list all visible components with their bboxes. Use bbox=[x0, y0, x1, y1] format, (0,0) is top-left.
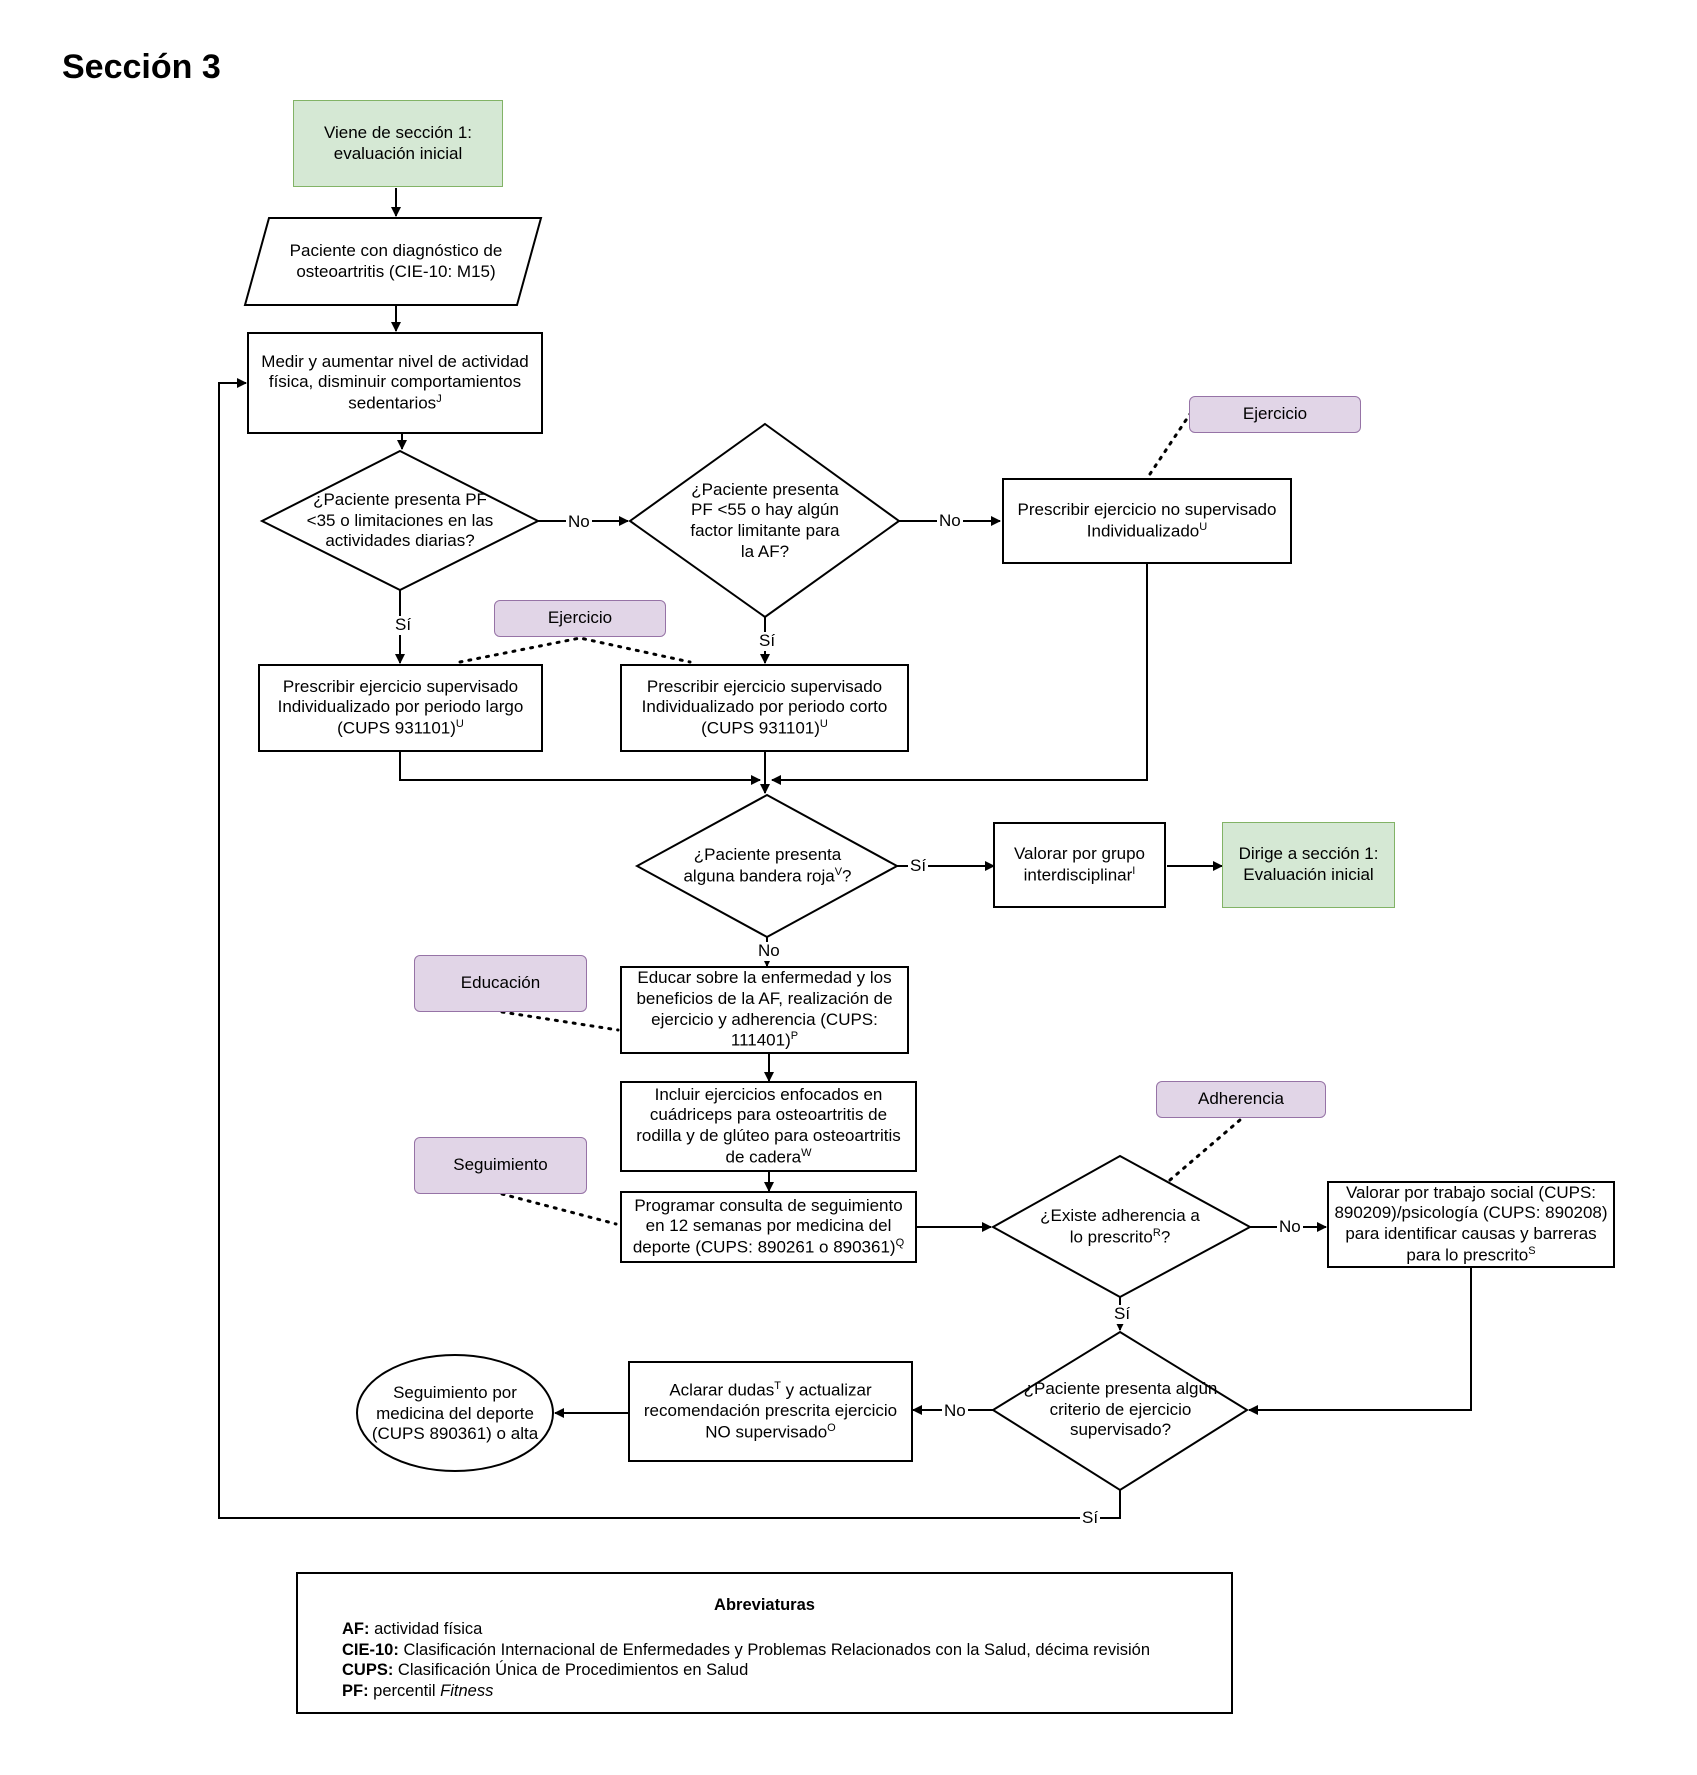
edge-label-si: Sí bbox=[393, 615, 414, 635]
legend-title: Abreviaturas bbox=[714, 1596, 815, 1614]
unsupervised-exercise-node: Prescribir ejercicio no supervisado Indi… bbox=[1002, 478, 1292, 564]
clarify-node: Aclarar dudasT y actualizar recomendació… bbox=[628, 1361, 913, 1462]
patient-node: Paciente con diagnóstico de osteoartriti… bbox=[289, 240, 503, 281]
end-ellipse bbox=[356, 1354, 554, 1472]
legend-row: CUPS: Clasificación Única de Procedimien… bbox=[342, 1661, 749, 1680]
patient-parallelogram bbox=[243, 217, 543, 306]
edge-label-si: Sí bbox=[757, 631, 778, 651]
back-to-section1-node: Dirige a sección 1: Evaluación inicial bbox=[1222, 822, 1395, 908]
tag-ejercicio-top: Ejercicio bbox=[1189, 396, 1361, 433]
edge-label-si: Sí bbox=[908, 856, 929, 876]
interdisciplinary-node: Valorar por grupo interdisciplinarI bbox=[993, 822, 1166, 908]
tag-ejercicio-mid: Ejercicio bbox=[494, 600, 666, 637]
edge-label-no: No bbox=[937, 511, 963, 531]
edge-label-si: Sí bbox=[1112, 1304, 1133, 1324]
legend-row: PF: percentil Fitness bbox=[342, 1681, 494, 1700]
decision-pf55: ¿Paciente presenta PF <55 o hay algún fa… bbox=[690, 479, 840, 561]
edge-label-no: No bbox=[1277, 1217, 1303, 1237]
start-node: Viene de sección 1: evaluación inicial bbox=[293, 100, 503, 187]
supervised-short-node: Prescribir ejercicio supervisado Individ… bbox=[620, 664, 909, 752]
decision-redflag: ¿Paciente presenta alguna bandera rojaV? bbox=[683, 844, 852, 886]
include-exercises-node: Incluir ejercicios enfocados en cuádrice… bbox=[620, 1081, 917, 1172]
decision-criteria: ¿Paciente presenta algún criterio de eje… bbox=[1023, 1378, 1218, 1440]
abbreviations-legend: Abreviaturas AF: actividad física CIE-10… bbox=[296, 1572, 1233, 1714]
edge-label-no: No bbox=[566, 512, 592, 532]
page-title: Sección 3 bbox=[62, 48, 221, 86]
decision-adherence: ¿Existe adherencia a lo prescritoR? bbox=[1040, 1205, 1200, 1247]
social-work-node: Valorar por trabajo social (CUPS: 890209… bbox=[1327, 1181, 1615, 1268]
tag-seguimiento: Seguimiento bbox=[414, 1137, 587, 1194]
edge-label-no: No bbox=[756, 941, 782, 961]
education-node: Educar sobre la enfermedad y los benefic… bbox=[620, 966, 909, 1054]
decision-pf35: ¿Paciente presenta PF <35 o limitaciones… bbox=[306, 489, 494, 551]
tag-educacion: Educación bbox=[414, 955, 587, 1012]
legend-row: CIE-10: Clasificación Internacional de E… bbox=[342, 1640, 1151, 1659]
end-node: Seguimiento por medicina del deporte (CU… bbox=[371, 1382, 539, 1444]
followup-node: Programar consulta de seguimiento en 12 … bbox=[620, 1191, 917, 1263]
supervised-long-node: Prescribir ejercicio supervisado Individ… bbox=[258, 664, 543, 752]
legend-row: AF: actividad física bbox=[342, 1620, 483, 1638]
measure-node: Medir y aumentar nivel de actividad físi… bbox=[247, 332, 543, 434]
edge-label-si: Sí bbox=[1080, 1508, 1101, 1528]
edge-label-no: No bbox=[942, 1401, 968, 1421]
tag-adherencia: Adherencia bbox=[1156, 1081, 1326, 1118]
